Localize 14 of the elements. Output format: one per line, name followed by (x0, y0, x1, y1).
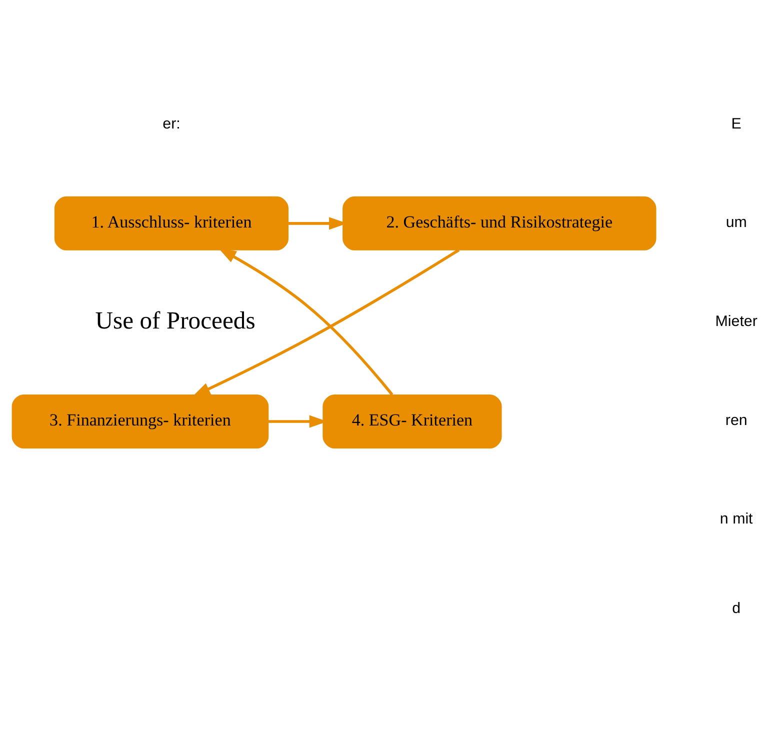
label: d (732, 600, 741, 617)
node-box: 3. Finanzierungs- kriterien (12, 394, 269, 448)
arrow (218, 248, 394, 396)
label: ren (725, 412, 748, 430)
node-box: 1. Ausschluss- kriterien (54, 196, 289, 250)
arrow (192, 248, 460, 397)
label: Mieter (715, 313, 758, 330)
label: E (731, 115, 742, 132)
label: Use of Proceeds (95, 307, 256, 334)
node-box: 4. ESG- Kriterien (322, 394, 502, 448)
node-box: 2. Geschäfts- und Risikostrategie (342, 196, 656, 250)
label: er: (162, 115, 180, 132)
label: um (726, 214, 747, 232)
label: n mit (720, 510, 753, 528)
